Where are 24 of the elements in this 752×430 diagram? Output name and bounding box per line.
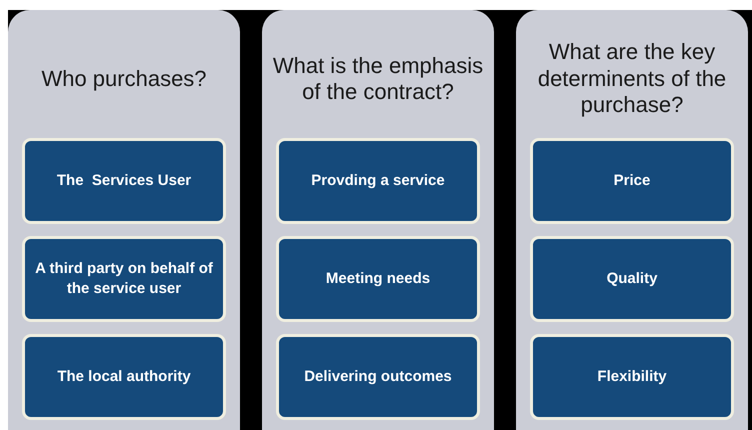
item-label: The local authority: [57, 366, 191, 387]
column-panel: [8, 10, 240, 430]
item-box: [22, 138, 226, 224]
column-heading: What are the key determinents of the purchase?: [536, 38, 728, 120]
item-box: [276, 138, 480, 224]
item-box: [276, 334, 480, 420]
item-label: The Services User: [56, 170, 192, 191]
item-box: [530, 334, 734, 420]
item-label: Provding a service: [311, 170, 445, 191]
item-box: [530, 236, 734, 322]
item-box: [22, 334, 226, 420]
item-label: A third party on behalf of the service user: [35, 258, 213, 299]
item-label: Delivering outcomes: [304, 366, 452, 387]
column-heading: Who purchases?: [40, 64, 208, 93]
item-label: Flexibility: [597, 366, 667, 387]
item-label: Price: [614, 170, 650, 191]
column-panel: [262, 10, 494, 430]
item-box: [22, 236, 226, 322]
column-heading: What is the emphasis of the contract?: [272, 52, 484, 106]
item-box: [276, 236, 480, 322]
item-box: [530, 138, 734, 224]
item-label: Meeting needs: [326, 268, 430, 289]
item-label: Quality: [606, 268, 658, 289]
column-panel: [516, 10, 748, 430]
